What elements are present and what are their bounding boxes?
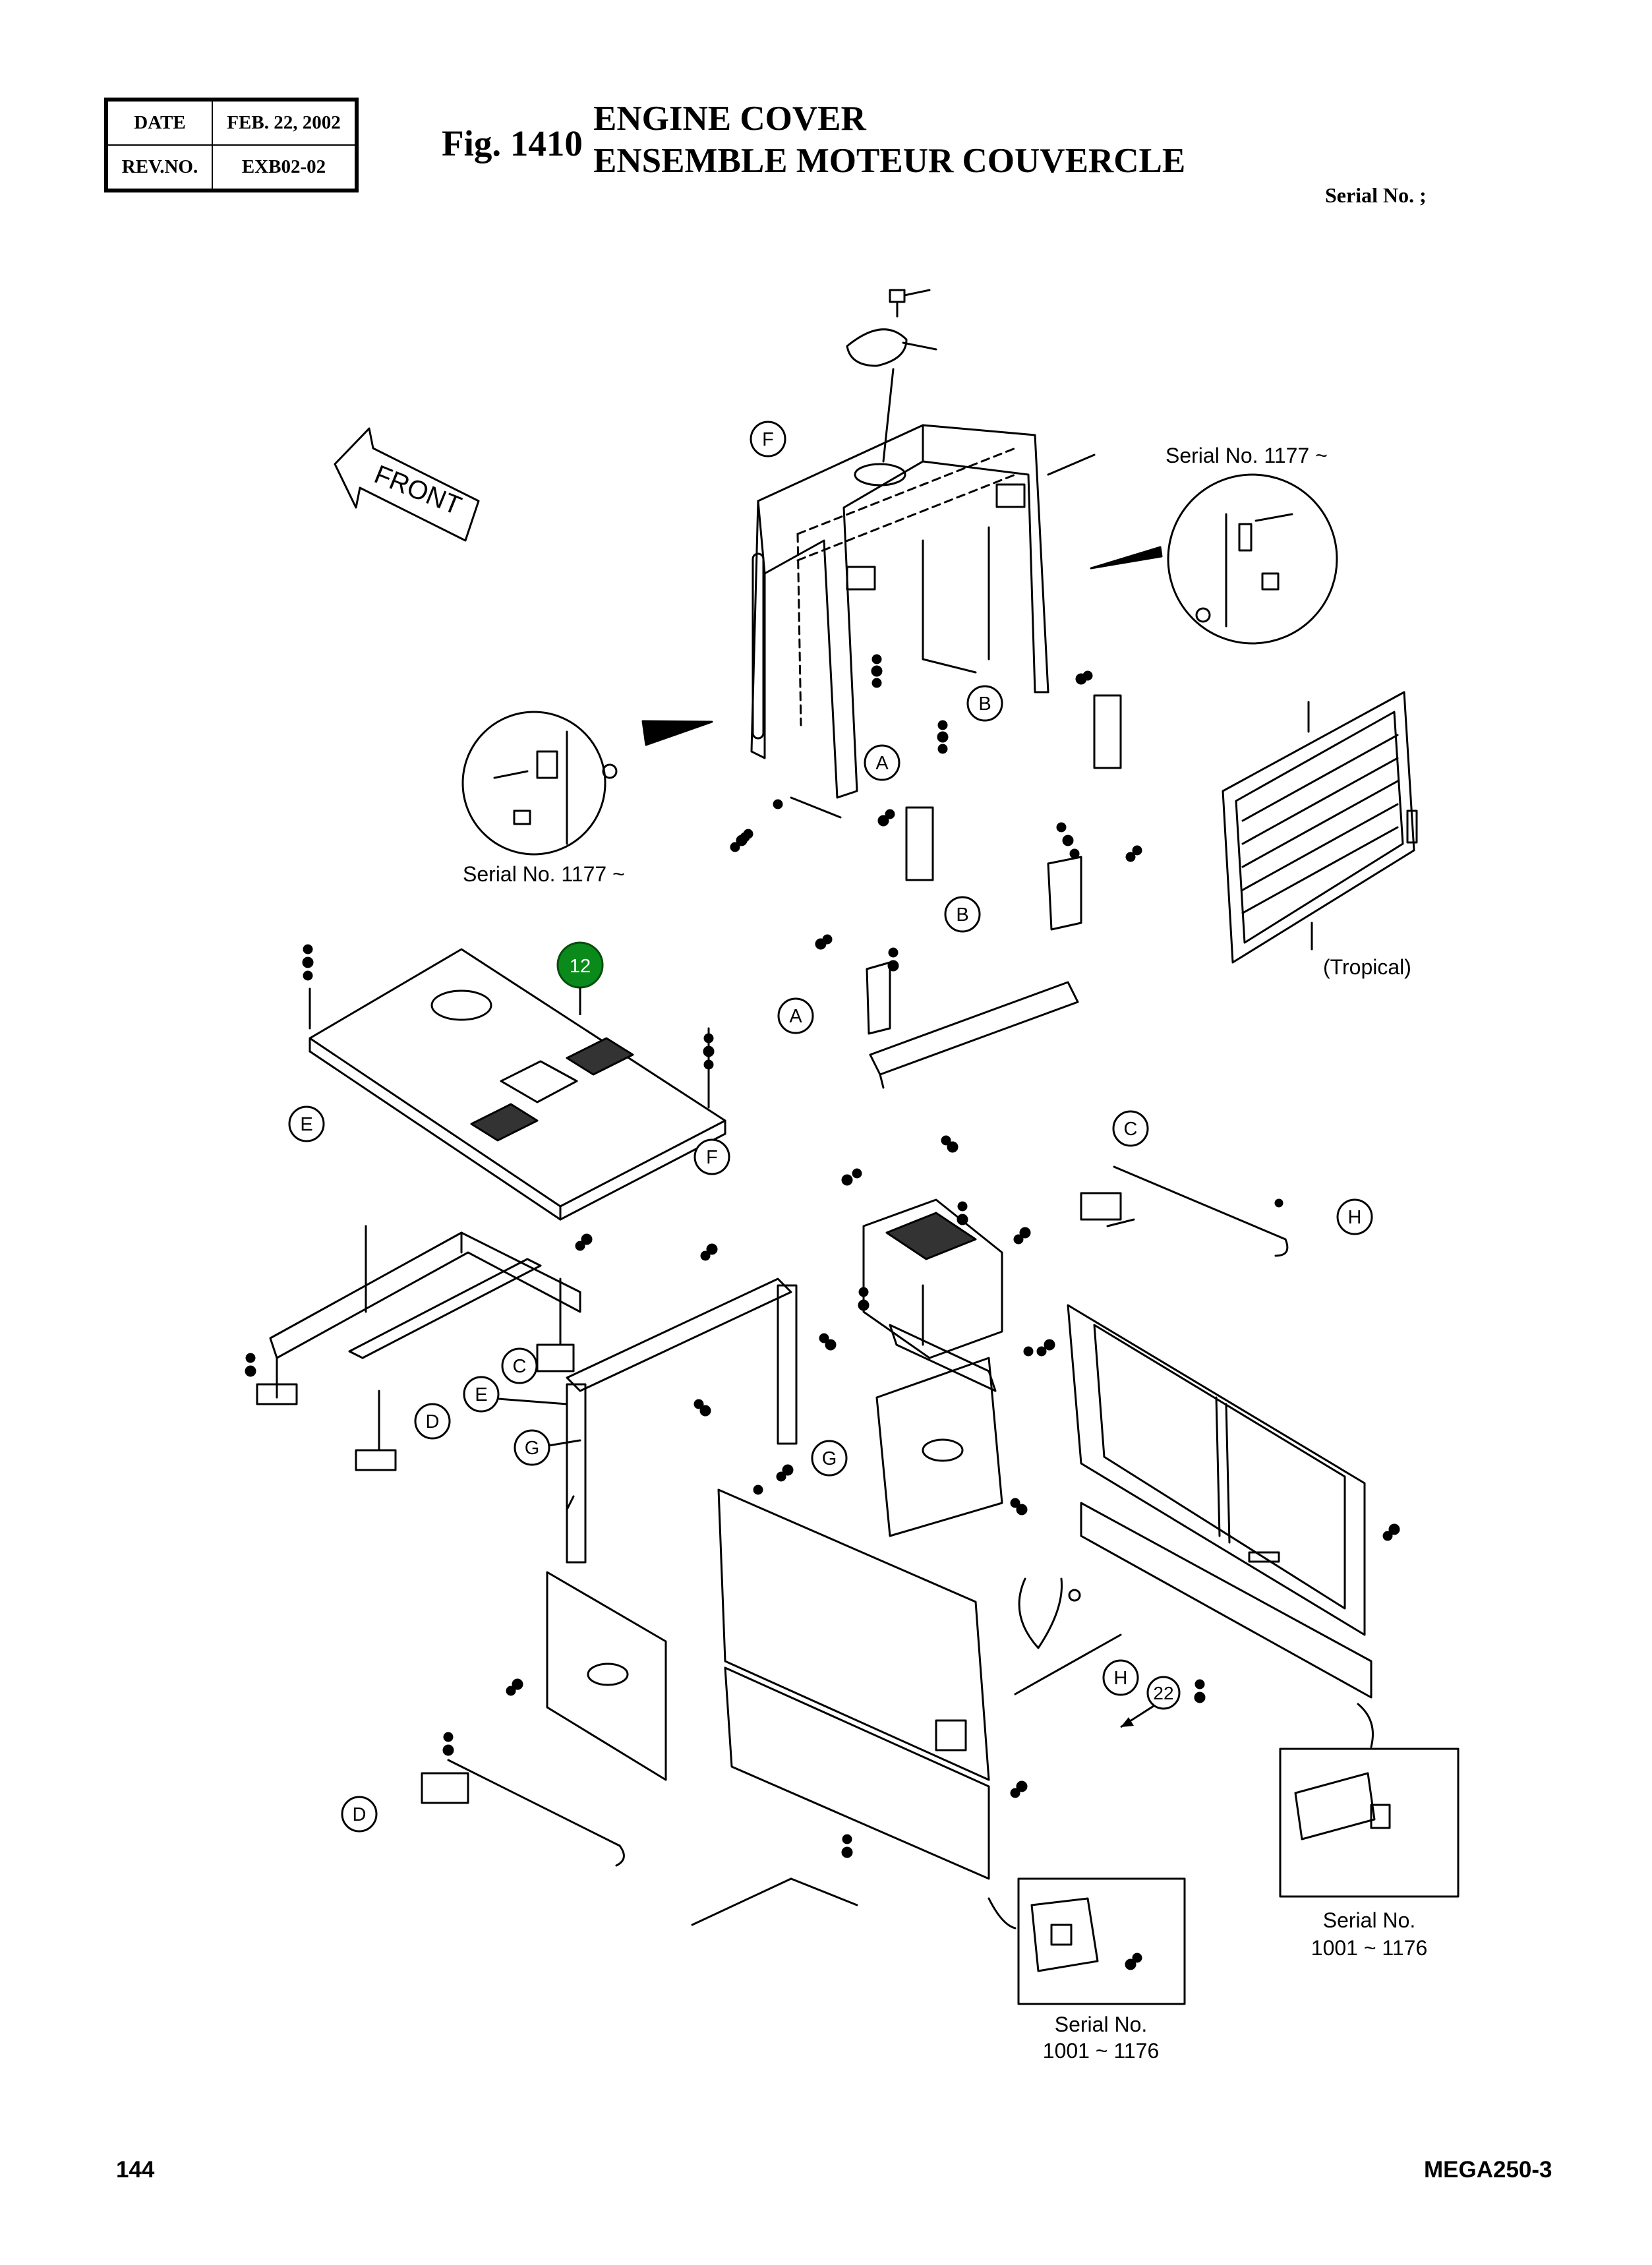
ref-e-top: E <box>288 1105 325 1142</box>
ref-h-right: H <box>1336 1198 1373 1235</box>
title-french: ENSEMBLE MOTEUR COUVERCLE <box>593 142 1186 180</box>
ref-a-top: A <box>864 744 900 781</box>
middle-frame <box>566 1278 798 1564</box>
detail-labels: Serial No. 1177 ~ Serial No. 1177 ~ (Tro… <box>463 444 1427 2063</box>
ref-h-bottom: H <box>1102 1659 1139 1696</box>
ref-g-left: G <box>514 1429 550 1466</box>
callout-part-22-label: 22 <box>1153 1683 1173 1703</box>
date-label: DATE <box>107 100 213 146</box>
ref-g-right: G <box>811 1440 848 1477</box>
engine-hood <box>750 424 1096 799</box>
tropical-label: (Tropical) <box>1323 955 1411 979</box>
ref-b-mid-label: B <box>956 904 968 926</box>
inset-box-bottom <box>988 1877 1186 2005</box>
callout-part-12-label: 12 <box>570 956 591 977</box>
fastener-stacks <box>245 654 1400 1970</box>
callout-part-22: 22 <box>1120 1676 1181 1728</box>
serial-range-right-line2: 1001 ~ 1176 <box>1311 1936 1427 1960</box>
top-panel <box>309 948 726 1221</box>
side-panel-left <box>546 1571 667 1781</box>
ref-h-bottom-label: H <box>1114 1668 1128 1689</box>
ref-d-bottom: D <box>341 1796 378 1833</box>
serial-range-right-line1: Serial No. <box>1323 1908 1416 1932</box>
inset-box-right <box>1279 1703 1460 1898</box>
front-arrow: FRONT <box>334 427 480 542</box>
ref-a-mid-label: A <box>789 1006 802 1027</box>
ref-c-left-label: C <box>513 1356 527 1377</box>
support-brackets <box>866 694 1122 1089</box>
ref-f-top: F <box>750 421 786 457</box>
filler-cap <box>846 289 937 463</box>
serial-range-bottom-line1: Serial No. <box>1055 2013 1148 2036</box>
ref-c-right: C <box>1112 1110 1149 1147</box>
rev-value: EXB02-02 <box>212 144 356 190</box>
radiator-cover <box>862 1198 1003 1392</box>
latch-rod-right <box>1080 1165 1289 1257</box>
ref-f-mid: F <box>693 1138 730 1175</box>
ref-g-left-label: G <box>525 1438 540 1459</box>
ref-d-mid-label: D <box>426 1411 440 1432</box>
ref-a-mid: A <box>777 997 814 1034</box>
ref-d-mid: D <box>414 1403 451 1440</box>
ref-c-right-label: C <box>1124 1119 1138 1140</box>
rev-label: REV.NO. <box>107 144 213 190</box>
callout-part-12: 12 <box>556 941 604 1015</box>
ref-b-top: B <box>966 685 1003 722</box>
date-value: FEB. 22, 2002 <box>212 100 356 146</box>
part-callouts: 12 22 <box>556 941 1181 1728</box>
serial-header: Serial No. ; <box>1325 183 1427 207</box>
door-panel-centre <box>717 1488 990 1880</box>
detail-circle-right <box>1090 473 1338 645</box>
ref-c-left: C <box>501 1347 538 1384</box>
ref-e-top-label: E <box>300 1114 312 1135</box>
ref-b-mid: B <box>944 896 981 933</box>
tropical-grille <box>1222 691 1418 964</box>
door-frame-right <box>1067 1304 1372 1699</box>
serial-range-bottom-line2: 1001 ~ 1176 <box>1043 2039 1159 2063</box>
ref-e-mid: E <box>463 1376 500 1413</box>
model-code: MEGA250-3 <box>1424 2157 1552 2183</box>
reference-markers: F B A B A E F C <box>288 421 1373 1833</box>
serial-1177-right: Serial No. 1177 ~ <box>1165 444 1328 467</box>
ref-f-top-label: F <box>762 429 774 450</box>
ref-g-right-label: G <box>822 1448 837 1469</box>
ref-h-right-label: H <box>1348 1207 1362 1228</box>
latch-rod-left <box>421 1759 625 1867</box>
title-english: ENGINE COVER <box>593 100 866 138</box>
ref-e-mid-label: E <box>475 1384 487 1405</box>
revision-box: DATE FEB. 22, 2002 REV.NO. EXB02-02 <box>104 98 359 192</box>
lower-frame-left <box>256 1225 581 1471</box>
serial-1177-left: Serial No. 1177 ~ <box>463 862 625 886</box>
detail-circle-left <box>461 711 713 856</box>
page-number: 144 <box>116 2157 155 2183</box>
ref-d-bottom-label: D <box>353 1804 367 1825</box>
cable <box>1018 1577 1081 1649</box>
side-panel-handle <box>875 1357 1003 1537</box>
ref-b-top-label: B <box>978 693 991 715</box>
ref-a-top-label: A <box>875 753 889 774</box>
ref-f-mid-label: F <box>706 1147 718 1168</box>
figure-number: Fig. 1410 <box>442 123 583 163</box>
